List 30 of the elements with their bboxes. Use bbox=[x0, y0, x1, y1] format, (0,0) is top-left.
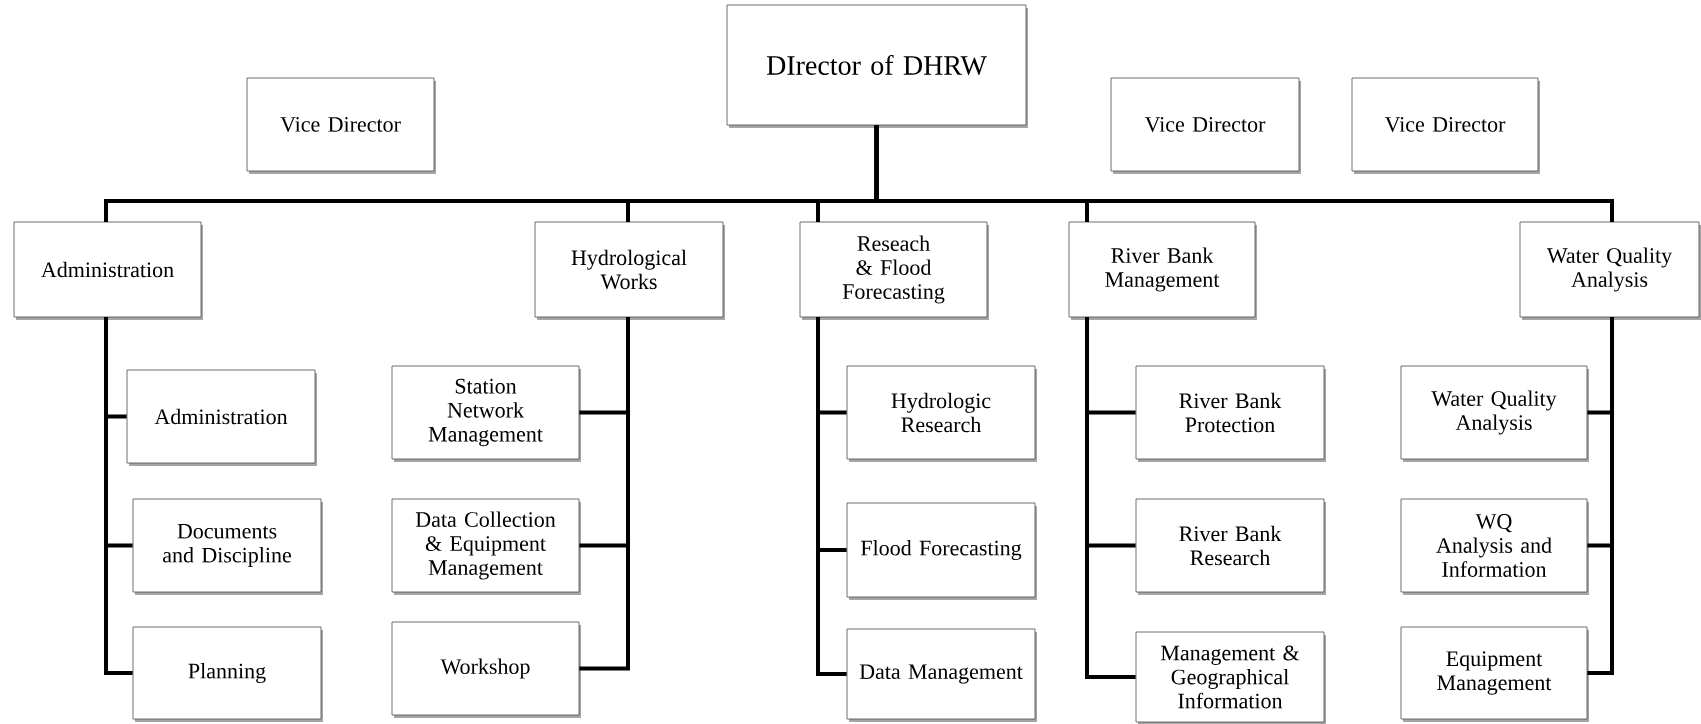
org-box: Vice Director bbox=[1351, 77, 1540, 174]
org-box: Hydrologic Research bbox=[846, 365, 1037, 462]
org-box: River Bank Research bbox=[1135, 498, 1326, 595]
connector-line bbox=[1587, 317, 1614, 675]
org-box: Workshop bbox=[391, 621, 581, 718]
org-box: Equipment Management bbox=[1400, 626, 1589, 722]
org-box: Flood Forecasting bbox=[846, 502, 1037, 600]
org-box: Hydrological Works bbox=[534, 221, 725, 320]
org-box: WQ Analysis and Information bbox=[1400, 498, 1589, 595]
org-box: Administration bbox=[13, 221, 203, 320]
connector-line bbox=[874, 125, 1614, 222]
org-box: Documents and Discipline bbox=[132, 498, 323, 595]
org-box: Water Quality Analysis bbox=[1400, 365, 1589, 462]
org-box: Vice Director bbox=[1110, 77, 1301, 174]
connector-line bbox=[579, 317, 630, 671]
org-box: Data Collection & Equipment Management bbox=[391, 498, 581, 595]
org-box: Data Management bbox=[846, 628, 1037, 722]
org-box: Administration bbox=[126, 369, 317, 466]
org-box: Water Quality Analysis bbox=[1519, 221, 1701, 320]
org-box: River Bank Protection bbox=[1135, 365, 1326, 462]
org-box: Station Network Management bbox=[391, 365, 581, 462]
org-box: Vice Director bbox=[246, 77, 436, 174]
org-box: River Bank Management bbox=[1068, 221, 1257, 320]
org-box: Reseach & Flood Forecasting bbox=[799, 221, 989, 320]
connector-line bbox=[104, 317, 133, 675]
org-box: Management & Geographical Information bbox=[1135, 631, 1326, 724]
org-box: DIrector of DHRW bbox=[726, 4, 1028, 128]
connector-line bbox=[1085, 317, 1136, 679]
org-box: Planning bbox=[132, 626, 323, 722]
connector-line bbox=[816, 317, 847, 676]
